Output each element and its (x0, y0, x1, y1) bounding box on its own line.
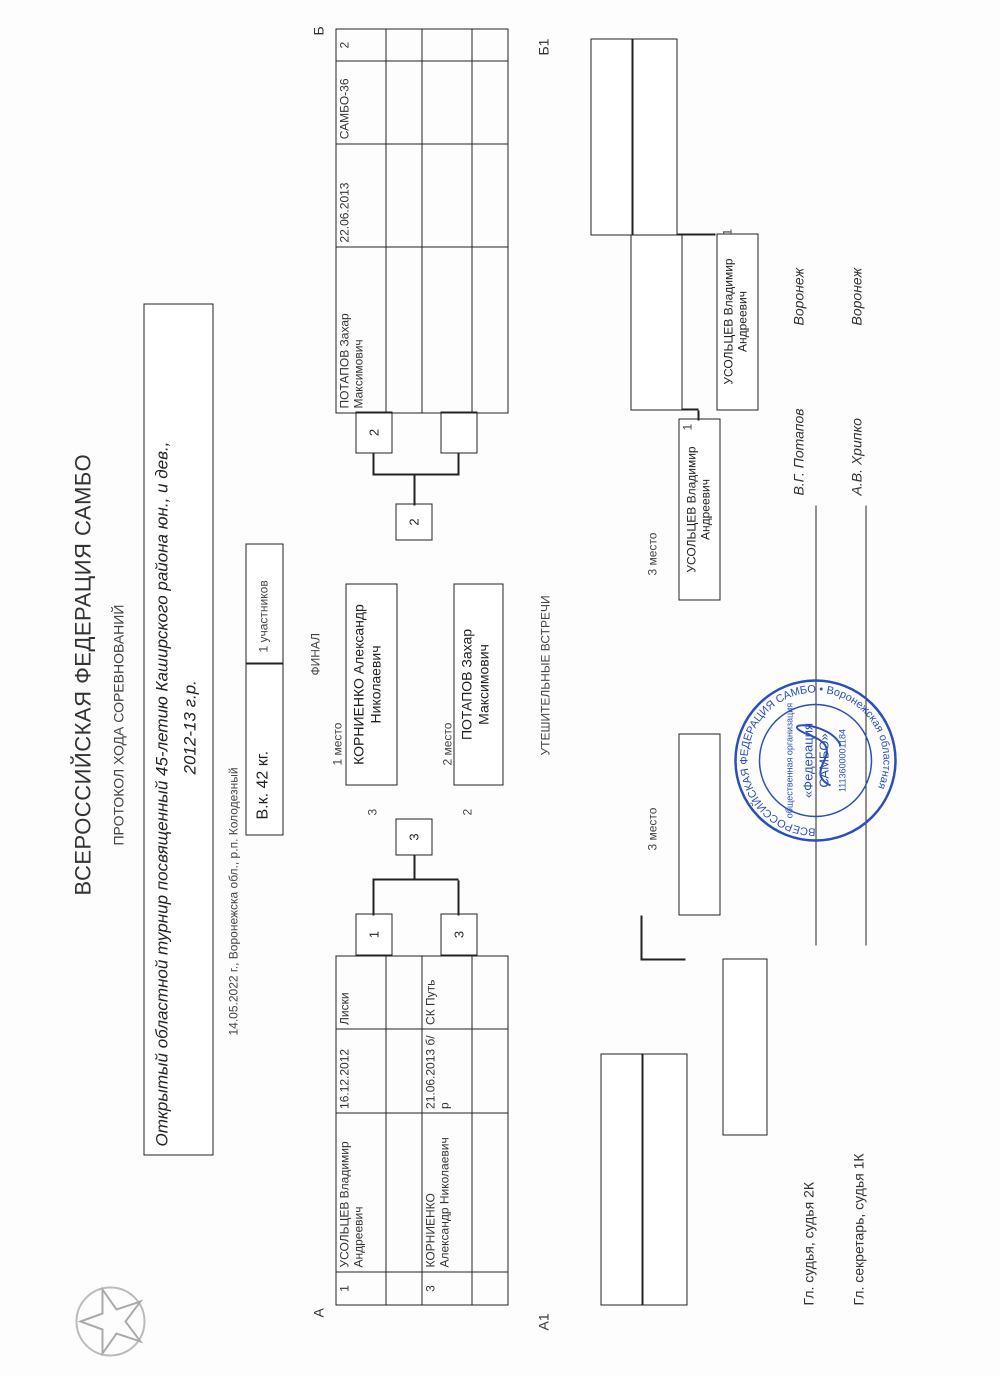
b1-entry-number: 1 (720, 228, 734, 235)
chief-judge-label: Гл. судья, судья 2К (800, 1181, 816, 1305)
b1-label: Б1 (535, 38, 551, 55)
athlete-number: 1 (335, 1271, 386, 1305)
bout-winner-box: 2 (355, 411, 392, 453)
first-place-name: КОРНИЕНКО Александр (350, 603, 366, 765)
athlete-dob: 22.06.2013 (335, 143, 386, 247)
first-place-label: 1 место (330, 722, 344, 765)
federation-title: ВСЕРОССИЙСКАЯ ФЕДЕРАЦИЯ САМБО (70, 453, 95, 895)
date-place: 14.05.2022 г., Воронежска обл., р.п. Кол… (226, 766, 240, 1035)
tournament-title: Открытый областной турнир посвященный 45… (152, 441, 171, 1146)
bout-winner-box: 1 (355, 913, 392, 955)
second-place-number: 2 (460, 808, 474, 815)
table-row (471, 955, 508, 1305)
second-place-label: 2 место (440, 722, 454, 765)
tournament-years: 2012-13 г.р. (180, 679, 199, 774)
second-place-name: ПОТАПОВ Захар (458, 628, 474, 740)
b1-seed-box (590, 38, 677, 235)
a1-entry-box (600, 1053, 687, 1305)
athlete-club: СК Путь (421, 955, 472, 1029)
table-row (385, 28, 422, 413)
repechage-title: УТЕШИТЕЛЬНЫЕ ВСТРЕЧИ (538, 594, 552, 755)
athlete-dob: 21.06.2013 б/р (421, 1028, 472, 1113)
group-a-final-box: 3 (395, 818, 432, 855)
group-b-final-box: 2 (395, 503, 432, 540)
a1-label: А1 (535, 1312, 551, 1330)
stamp-ogrn: 1113600001184 (837, 728, 847, 791)
stamp-inner-2: «Федерация (800, 722, 815, 797)
athlete-club: САМБО-36 (335, 60, 386, 144)
second-place-box: ПОТАПОВ Захар Максимович (453, 583, 503, 785)
b1-bout-box (630, 233, 682, 410)
federation-stamp: ВСЕРОССИЙСКАЯ ФЕДЕРАЦИЯ САМБО • Воронежс… (733, 678, 897, 842)
a1-bout-box (722, 958, 767, 1135)
federation-logo (75, 1285, 145, 1357)
chief-judge-city: Воронеж (790, 267, 806, 325)
first-place-box: КОРНИЕНКО Александр Николаевич (345, 583, 397, 785)
bout-winner-box: 3 (440, 913, 477, 955)
athlete-number: 3 (421, 1271, 472, 1305)
table-row (421, 28, 472, 413)
weight-box: В.к. 42 кг. 1 участников (245, 543, 283, 835)
third-place-right-label: 3 место (645, 532, 659, 575)
bout-empty-box (440, 411, 477, 453)
third-place-left-box (678, 733, 720, 915)
first-place-number: 3 (365, 808, 379, 815)
first-place-name-2: Николаевич (366, 645, 383, 723)
group-b-label: Б (310, 25, 326, 35)
participants-count: 1 участников (256, 579, 270, 652)
weight-class: В.к. 42 кг. (254, 750, 271, 819)
chief-secretary-label: Гл. секретарь, судья 1К (850, 1152, 866, 1305)
signature-scribble (795, 723, 841, 786)
chief-secretary-name: А.В. Хрипко (848, 417, 864, 495)
chief-secretary-city: Воронеж (848, 267, 864, 325)
tournament-box: Открытый областной турнир посвященный 45… (143, 303, 213, 1155)
table-row (385, 955, 422, 1305)
protocol-title: ПРОТОКОЛ ХОДА СОРЕВНОВАНИЙ (110, 604, 126, 845)
athlete-club: Лиски (335, 955, 386, 1029)
stamp-inner-1: общественная организация (784, 702, 794, 818)
final-title: ФИНАЛ (308, 632, 322, 675)
chief-judge-name: В.Г. Потапов (790, 407, 806, 495)
second-place-name-2: Максимович (474, 643, 491, 725)
table-row (471, 28, 508, 413)
athlete-dob: 16.12.2012 (335, 1028, 386, 1113)
group-a-label: А (310, 1307, 326, 1317)
third-place-left-label: 3 место (645, 807, 659, 850)
b1-score: 1 (680, 423, 694, 430)
athlete-number: 2 (335, 28, 386, 61)
